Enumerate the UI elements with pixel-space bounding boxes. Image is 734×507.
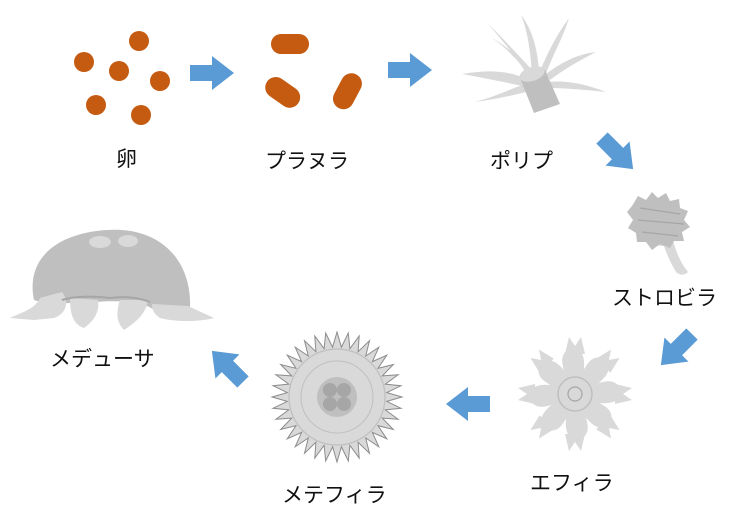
arrow-egg-to-planula [190,56,234,90]
ephyra-illustration [518,337,632,451]
stage-label-egg: 卵 [116,149,137,170]
stage-label-metaephyra: メテフィラ [282,485,387,506]
arrow-polyp-to-strobila [590,126,645,181]
stage-label-planula: プラヌラ [265,151,349,172]
stage-label-ephyra: エフィラ [530,473,614,494]
stage-label-polyp: ポリプ [490,151,553,172]
stage-label-strobila: ストロビラ [612,288,717,309]
metaephyra-illustration [272,332,402,462]
stage-label-medusa: メデューサ [50,349,155,370]
planula-illustration [261,34,366,113]
arrow-ephyra-to-metaephyra [446,387,490,421]
arrow-planula-to-polyp [388,53,432,87]
strobila-illustration [627,192,690,275]
arrow-strobila-to-ephyra [649,322,704,377]
medusa-illustration [10,230,214,330]
polyp-illustration [462,15,606,113]
egg-illustration [74,31,170,125]
arrow-metaephyra-to-medusa [200,339,255,394]
